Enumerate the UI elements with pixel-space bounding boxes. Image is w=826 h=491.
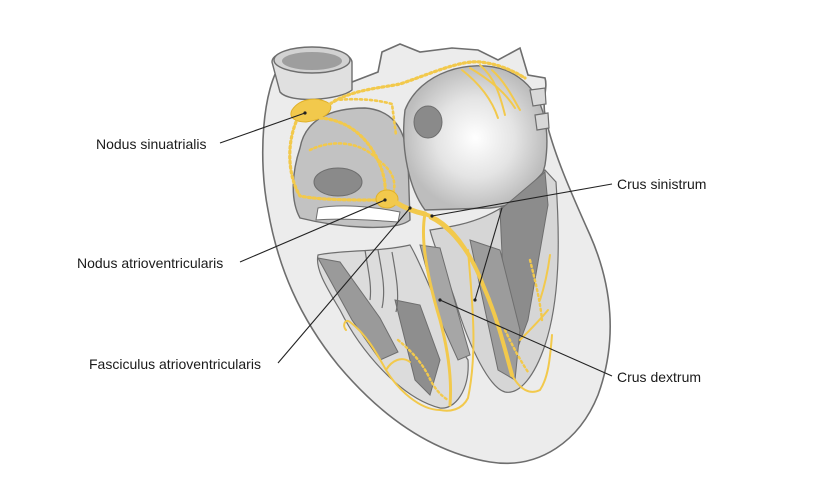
label-sa-node: Nodus sinuatrialis [96,136,207,152]
papillary-muscle-right-a [317,257,399,361]
label-left-crus: Crus sinistrum [617,176,707,192]
pulmonary-vein-opening [413,105,443,139]
bachmann-bundle [333,97,398,137]
leader-sa-node [219,112,306,144]
leader-left-crus-b [474,207,503,301]
leader-dots [303,111,477,302]
vena-cava-lumen [282,52,342,70]
purkinje-left [511,254,553,393]
purkinje-left-dotted [503,258,544,374]
leader-right-crus [439,299,613,377]
internodal-pathway-loop [308,142,396,198]
purkinje-right-dotted [396,338,450,402]
internodal-pathway-anterior [328,60,527,106]
leader-bundle [277,207,411,364]
label-bundle: Fasciculus atrioventricularis [89,356,261,372]
chordae-right-1 [364,249,372,301]
internodal-pathway-posterior [288,120,380,202]
papillary-muscle-right-b [394,299,441,396]
right-bundle-branch [422,212,452,407]
chordae-right-2 [377,249,385,309]
leader-av-node [239,199,386,263]
leader-lines [219,112,613,377]
leader-left-crus-a [431,183,613,217]
av-node [375,189,399,209]
pulmonary-vein-stub-lower [534,112,550,131]
pulmonary-vein-stub-upper [529,87,547,107]
chordae-right-3 [391,251,399,313]
sa-node [290,98,332,123]
coronary-sinus-opening [313,167,363,197]
conduction-system [288,60,553,412]
purkinje-outer-loop [439,249,475,412]
label-av-node: Nodus atrioventricularis [77,255,224,271]
label-right-crus: Crus dextrum [617,369,702,385]
purkinje-right [343,320,441,411]
